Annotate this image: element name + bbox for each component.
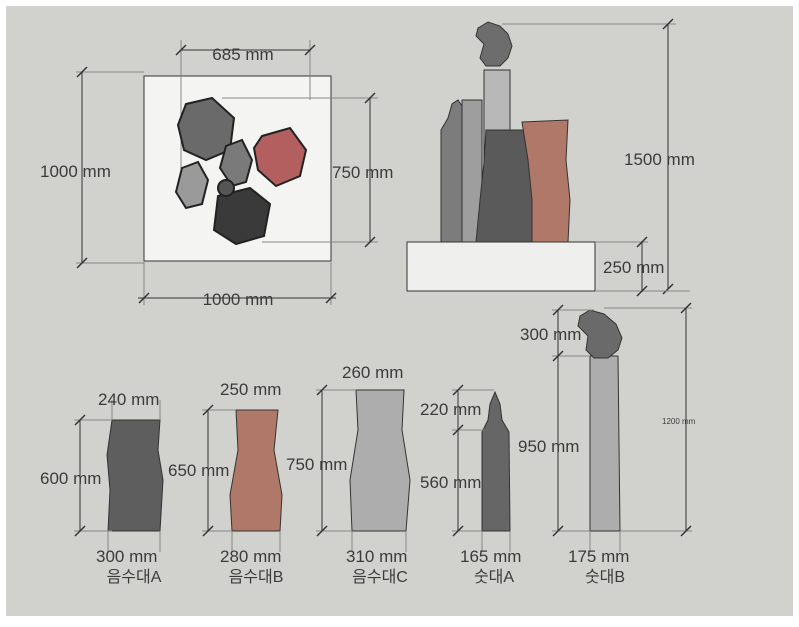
item-b-name: 음수대B	[229, 568, 284, 586]
item-a-top-label: 240 mm	[98, 390, 159, 409]
item-e-top-label: 300 mm	[520, 325, 581, 344]
item-d: 220 mm 560 mm 165 mm 숫대A	[420, 384, 521, 586]
elevation-base-height-label: 250 mm	[603, 258, 664, 277]
item-c-height-label: 750 mm	[286, 455, 347, 474]
item-d-name: 숫대A	[474, 568, 514, 586]
item-b: 250 mm 650 mm 280 mm 음수대B	[168, 380, 283, 586]
plan-vessels	[174, 96, 308, 246]
item-e-bird-figure	[577, 309, 623, 359]
item-d-top-label: 220 mm	[420, 400, 481, 419]
item-a-bottom-label: 300 mm	[96, 547, 157, 566]
plan-vessel-dark	[212, 186, 272, 246]
item-a-vessel	[106, 419, 164, 532]
item-b-bottom-label: 280 mm	[220, 547, 281, 566]
item-b-top-label: 250 mm	[220, 380, 281, 399]
plan-vessel-red	[252, 126, 308, 188]
item-c-vessel	[349, 389, 411, 532]
elevation-bird-figure	[475, 21, 513, 67]
plan-group-depth-label: 750 mm	[332, 163, 393, 182]
plan-vessel-spout	[217, 179, 235, 197]
elevation-vessel-dark	[475, 129, 535, 243]
plan-width-label: 1000 mm	[203, 290, 274, 309]
item-c-name: 음수대C	[352, 568, 408, 586]
item-d-height-label: 560 mm	[420, 473, 481, 492]
item-e-height-label: 950 mm	[518, 437, 579, 456]
plan-vessel-small	[218, 138, 254, 188]
item-d-vessel	[481, 390, 511, 532]
elevation-total-height-label: 1500 mm	[624, 150, 695, 169]
elevation-labels: 1500 mm 250 mm	[603, 150, 695, 277]
item-e: 300 mm 950 mm 1200 mm 175 mm 숫대B	[518, 302, 696, 586]
plan-group-width-label: 685 mm	[212, 45, 273, 64]
item-b-height-label: 650 mm	[168, 461, 229, 480]
plan-vessel-light	[174, 160, 210, 210]
item-e-bottom-label: 175 mm	[568, 547, 629, 566]
item-e-total-height-label: 1200 mm	[662, 417, 696, 426]
elevation-view	[406, 18, 690, 297]
item-c-bottom-label: 310 mm	[346, 547, 407, 566]
elevation-vessel-red	[521, 119, 571, 243]
item-c-top-label: 260 mm	[342, 363, 403, 382]
item-e-name: 숫대B	[585, 568, 625, 586]
item-c: 260 mm 750 mm 310 mm 음수대C	[286, 363, 411, 586]
item-b-vessel	[229, 409, 283, 532]
item-e-column	[589, 355, 621, 532]
item-a: 240 mm 600 mm 300 mm 음수대A	[40, 390, 164, 586]
elevation-base	[406, 241, 596, 292]
plan-vessel-large-gray	[176, 96, 236, 162]
item-d-bottom-label: 165 mm	[460, 547, 521, 566]
item-a-height-label: 600 mm	[40, 469, 101, 488]
plan-depth-label: 1000 mm	[40, 162, 111, 181]
plan-labels: 685 mm 1000 mm 750 mm 1000 mm	[40, 45, 393, 309]
item-a-name: 음수대A	[107, 568, 162, 586]
elevation-vessel-light	[461, 99, 483, 243]
